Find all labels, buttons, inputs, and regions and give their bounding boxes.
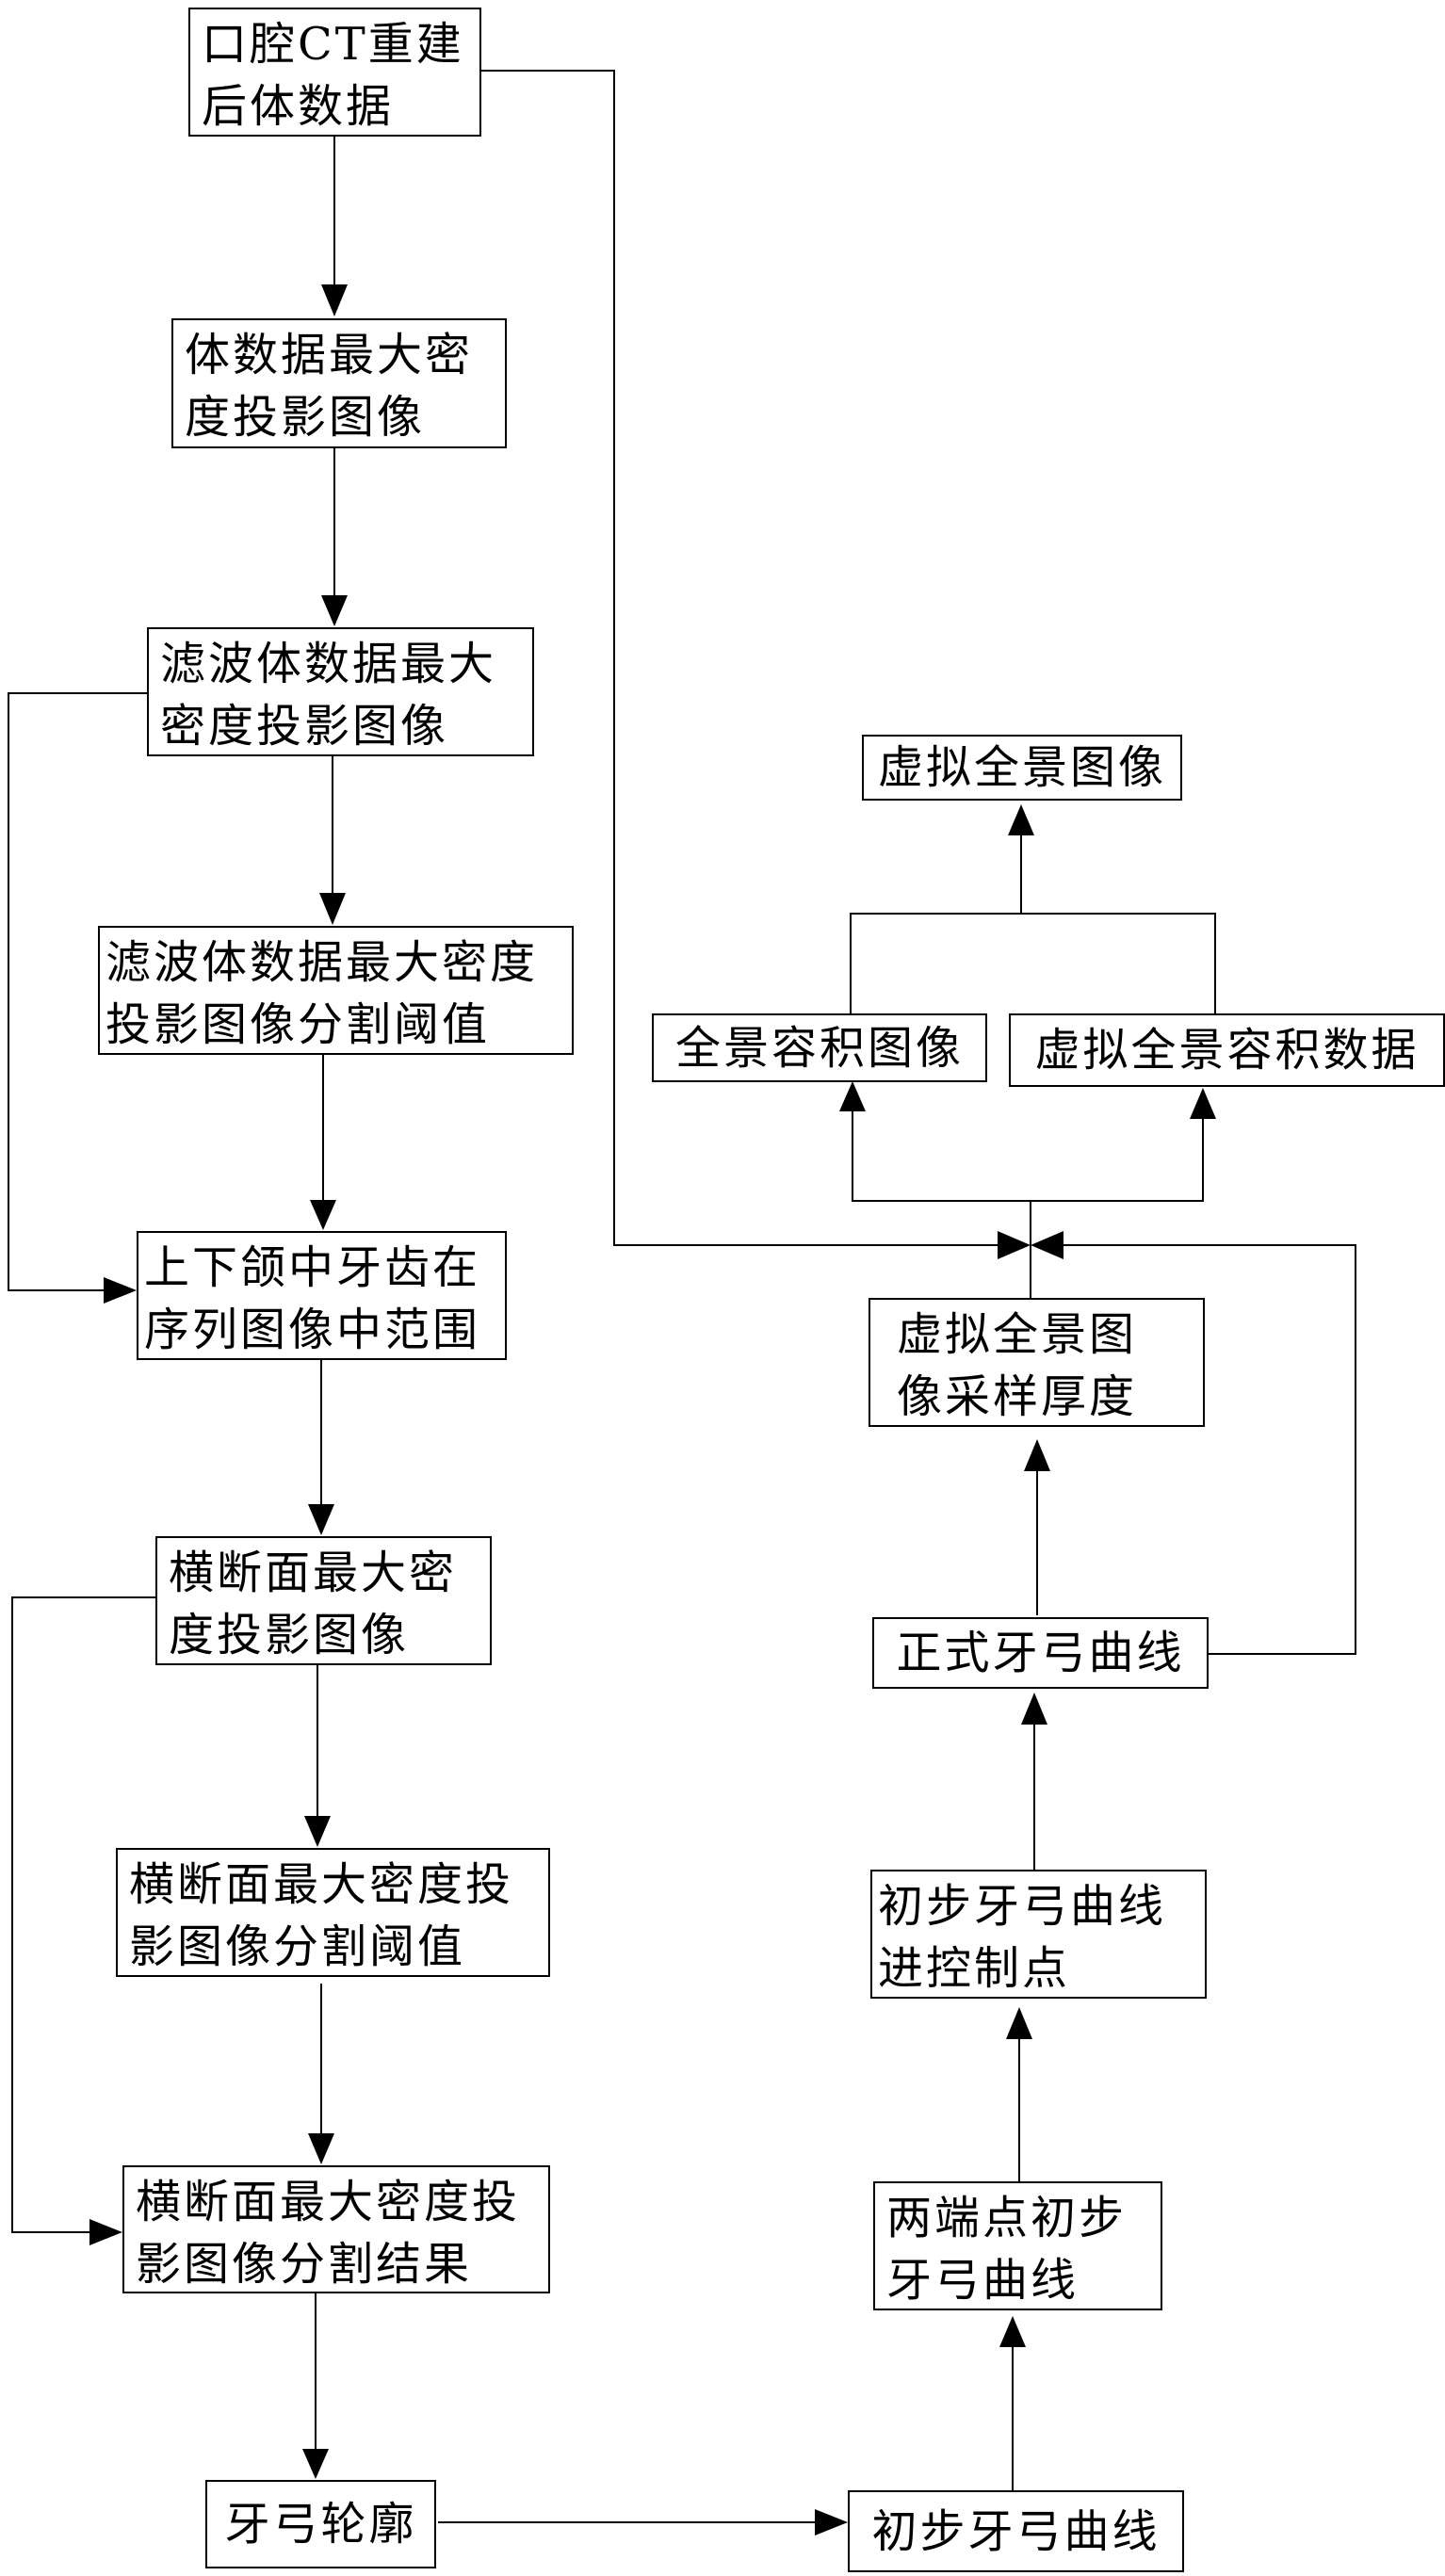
edge-formal-curve-to-junction (1031, 1231, 1356, 1655)
arrowhead-down-icon (310, 1200, 336, 1230)
node-text: 密度投影图像 (160, 700, 449, 753)
arrowhead-right-icon (815, 2509, 848, 2535)
node-text: 虚拟全景图 (897, 1308, 1138, 1361)
arrowhead-down-icon (308, 1504, 334, 1535)
node-axial-mip: 横断面最大密 度投影图像 (155, 1536, 492, 1665)
node-text: 后体数据 (202, 80, 395, 133)
arrowhead-up-icon (1190, 1088, 1216, 1119)
arrowhead-right-icon (998, 1231, 1031, 1259)
node-text: 初步牙弓曲线 (871, 2504, 1161, 2558)
node-text: 像采样厚度 (897, 1370, 1138, 1423)
edge-ct-to-junction (480, 70, 1031, 1259)
edge-threshold-to-teeth-range (310, 1054, 336, 1230)
arrowhead-right-icon (104, 1277, 137, 1304)
arrowhead-down-icon (308, 2133, 334, 2164)
node-text: 体数据最大密 (185, 329, 474, 381)
edge-ct-to-volume-mip (321, 136, 348, 316)
arrowhead-up-icon (839, 1081, 866, 1111)
edge-volume-mip-to-filtered-mip (321, 447, 348, 626)
node-text: 滤波体数据最大 (160, 638, 497, 690)
node-text: 全景容积图像 (674, 1021, 964, 1075)
node-text: 口腔CT重建 (202, 18, 464, 71)
node-text: 进控制点 (878, 1942, 1071, 1995)
edge-control-points-to-formal-curve (1021, 1693, 1047, 1870)
node-text: 正式牙弓曲线 (896, 1627, 1185, 1679)
edge-axial-mip-to-result (11, 1596, 155, 2245)
arrowhead-up-icon (1008, 804, 1034, 835)
node-formal-arch-curve: 正式牙弓曲线 (872, 1617, 1209, 1689)
node-text: 初步牙弓曲线 (878, 1880, 1167, 1933)
node-text: 上下颌中牙齿在 (144, 1241, 481, 1294)
node-sampling-thickness: 虚拟全景图 像采样厚度 (869, 1298, 1205, 1427)
edge-endpoint-curve-to-control-points (1006, 2007, 1032, 2181)
node-filtered-mip-threshold: 滤波体数据最大密度 投影图像分割阈值 (98, 926, 574, 1055)
node-text: 度投影图像 (185, 391, 426, 444)
node-text: 虚拟全景图像 (877, 741, 1166, 794)
node-virtual-panoramic-image: 虚拟全景图像 (862, 735, 1182, 801)
node-panoramic-volume-image: 全景容积图像 (652, 1013, 987, 1082)
arrowhead-left-icon (1031, 1231, 1063, 1259)
node-volume-mip: 体数据最大密 度投影图像 (171, 318, 507, 448)
node-text: 横断面最大密度投 (136, 2176, 521, 2228)
arrowhead-right-icon (89, 2219, 122, 2245)
edge-teeth-range-to-axial-mip (308, 1359, 334, 1535)
edge-result-to-arch-contour (302, 2292, 329, 2479)
edge-outputs-to-virtual-panoramic (850, 804, 1216, 1013)
arrowhead-up-icon (1024, 1439, 1050, 1471)
node-text: 度投影图像 (169, 1609, 410, 1661)
edge-axial-mip-to-threshold (304, 1664, 331, 1847)
node-text: 牙弓轮廓 (224, 2498, 417, 2551)
node-text: 虚拟全景容积数据 (1034, 1024, 1420, 1077)
arrowhead-down-icon (321, 284, 348, 316)
node-initial-arch-curve: 初步牙弓曲线 (848, 2490, 1184, 2572)
node-text: 序列图像中范围 (144, 1304, 481, 1356)
node-text: 影图像分割阈值 (129, 1920, 466, 1973)
edge-sampling-to-outputs (839, 1081, 1216, 1298)
arrowhead-down-icon (302, 2449, 329, 2479)
node-axial-mip-result: 横断面最大密度投 影图像分割结果 (122, 2165, 550, 2293)
edge-arch-contour-to-initial-curve (438, 2509, 848, 2535)
node-text: 影图像分割结果 (136, 2238, 473, 2291)
arrowhead-down-icon (321, 595, 348, 626)
node-text: 滤波体数据最大密度 (106, 936, 539, 989)
node-text: 投影图像分割阈值 (106, 998, 491, 1051)
node-control-points: 初步牙弓曲线 进控制点 (870, 1870, 1207, 1999)
node-arch-contour: 牙弓轮廓 (205, 2480, 436, 2568)
arrowhead-down-icon (319, 893, 346, 925)
arrowhead-up-icon (1021, 1693, 1047, 1725)
node-teeth-range: 上下颌中牙齿在 序列图像中范围 (137, 1231, 507, 1360)
node-axial-mip-threshold: 横断面最大密度投 影图像分割阈值 (116, 1848, 550, 1977)
edge-initial-curve-to-endpoint-curve (999, 2316, 1026, 2490)
node-text: 两端点初步 (886, 2192, 1128, 2244)
node-virtual-panoramic-volume-data: 虚拟全景容积数据 (1009, 1013, 1445, 1087)
node-text: 横断面最大密度投 (129, 1858, 514, 1911)
node-text: 牙弓曲线 (886, 2254, 1080, 2307)
node-ct-volume: 口腔CT重建 后体数据 (188, 8, 481, 137)
edge-filtered-mip-to-threshold (319, 755, 346, 925)
edge-axial-threshold-to-result (308, 1984, 334, 2164)
arrowhead-up-icon (999, 2316, 1026, 2347)
edge-filtered-mip-to-teeth-range (8, 692, 147, 1304)
edge-formal-curve-to-sampling-thickness (1024, 1439, 1050, 1615)
node-text: 横断面最大密 (169, 1547, 458, 1599)
node-endpoint-initial-curve: 两端点初步 牙弓曲线 (873, 2181, 1162, 2310)
arrowhead-up-icon (1006, 2007, 1032, 2039)
arrowhead-down-icon (304, 1816, 331, 1847)
node-filtered-mip: 滤波体数据最大 密度投影图像 (147, 627, 534, 756)
